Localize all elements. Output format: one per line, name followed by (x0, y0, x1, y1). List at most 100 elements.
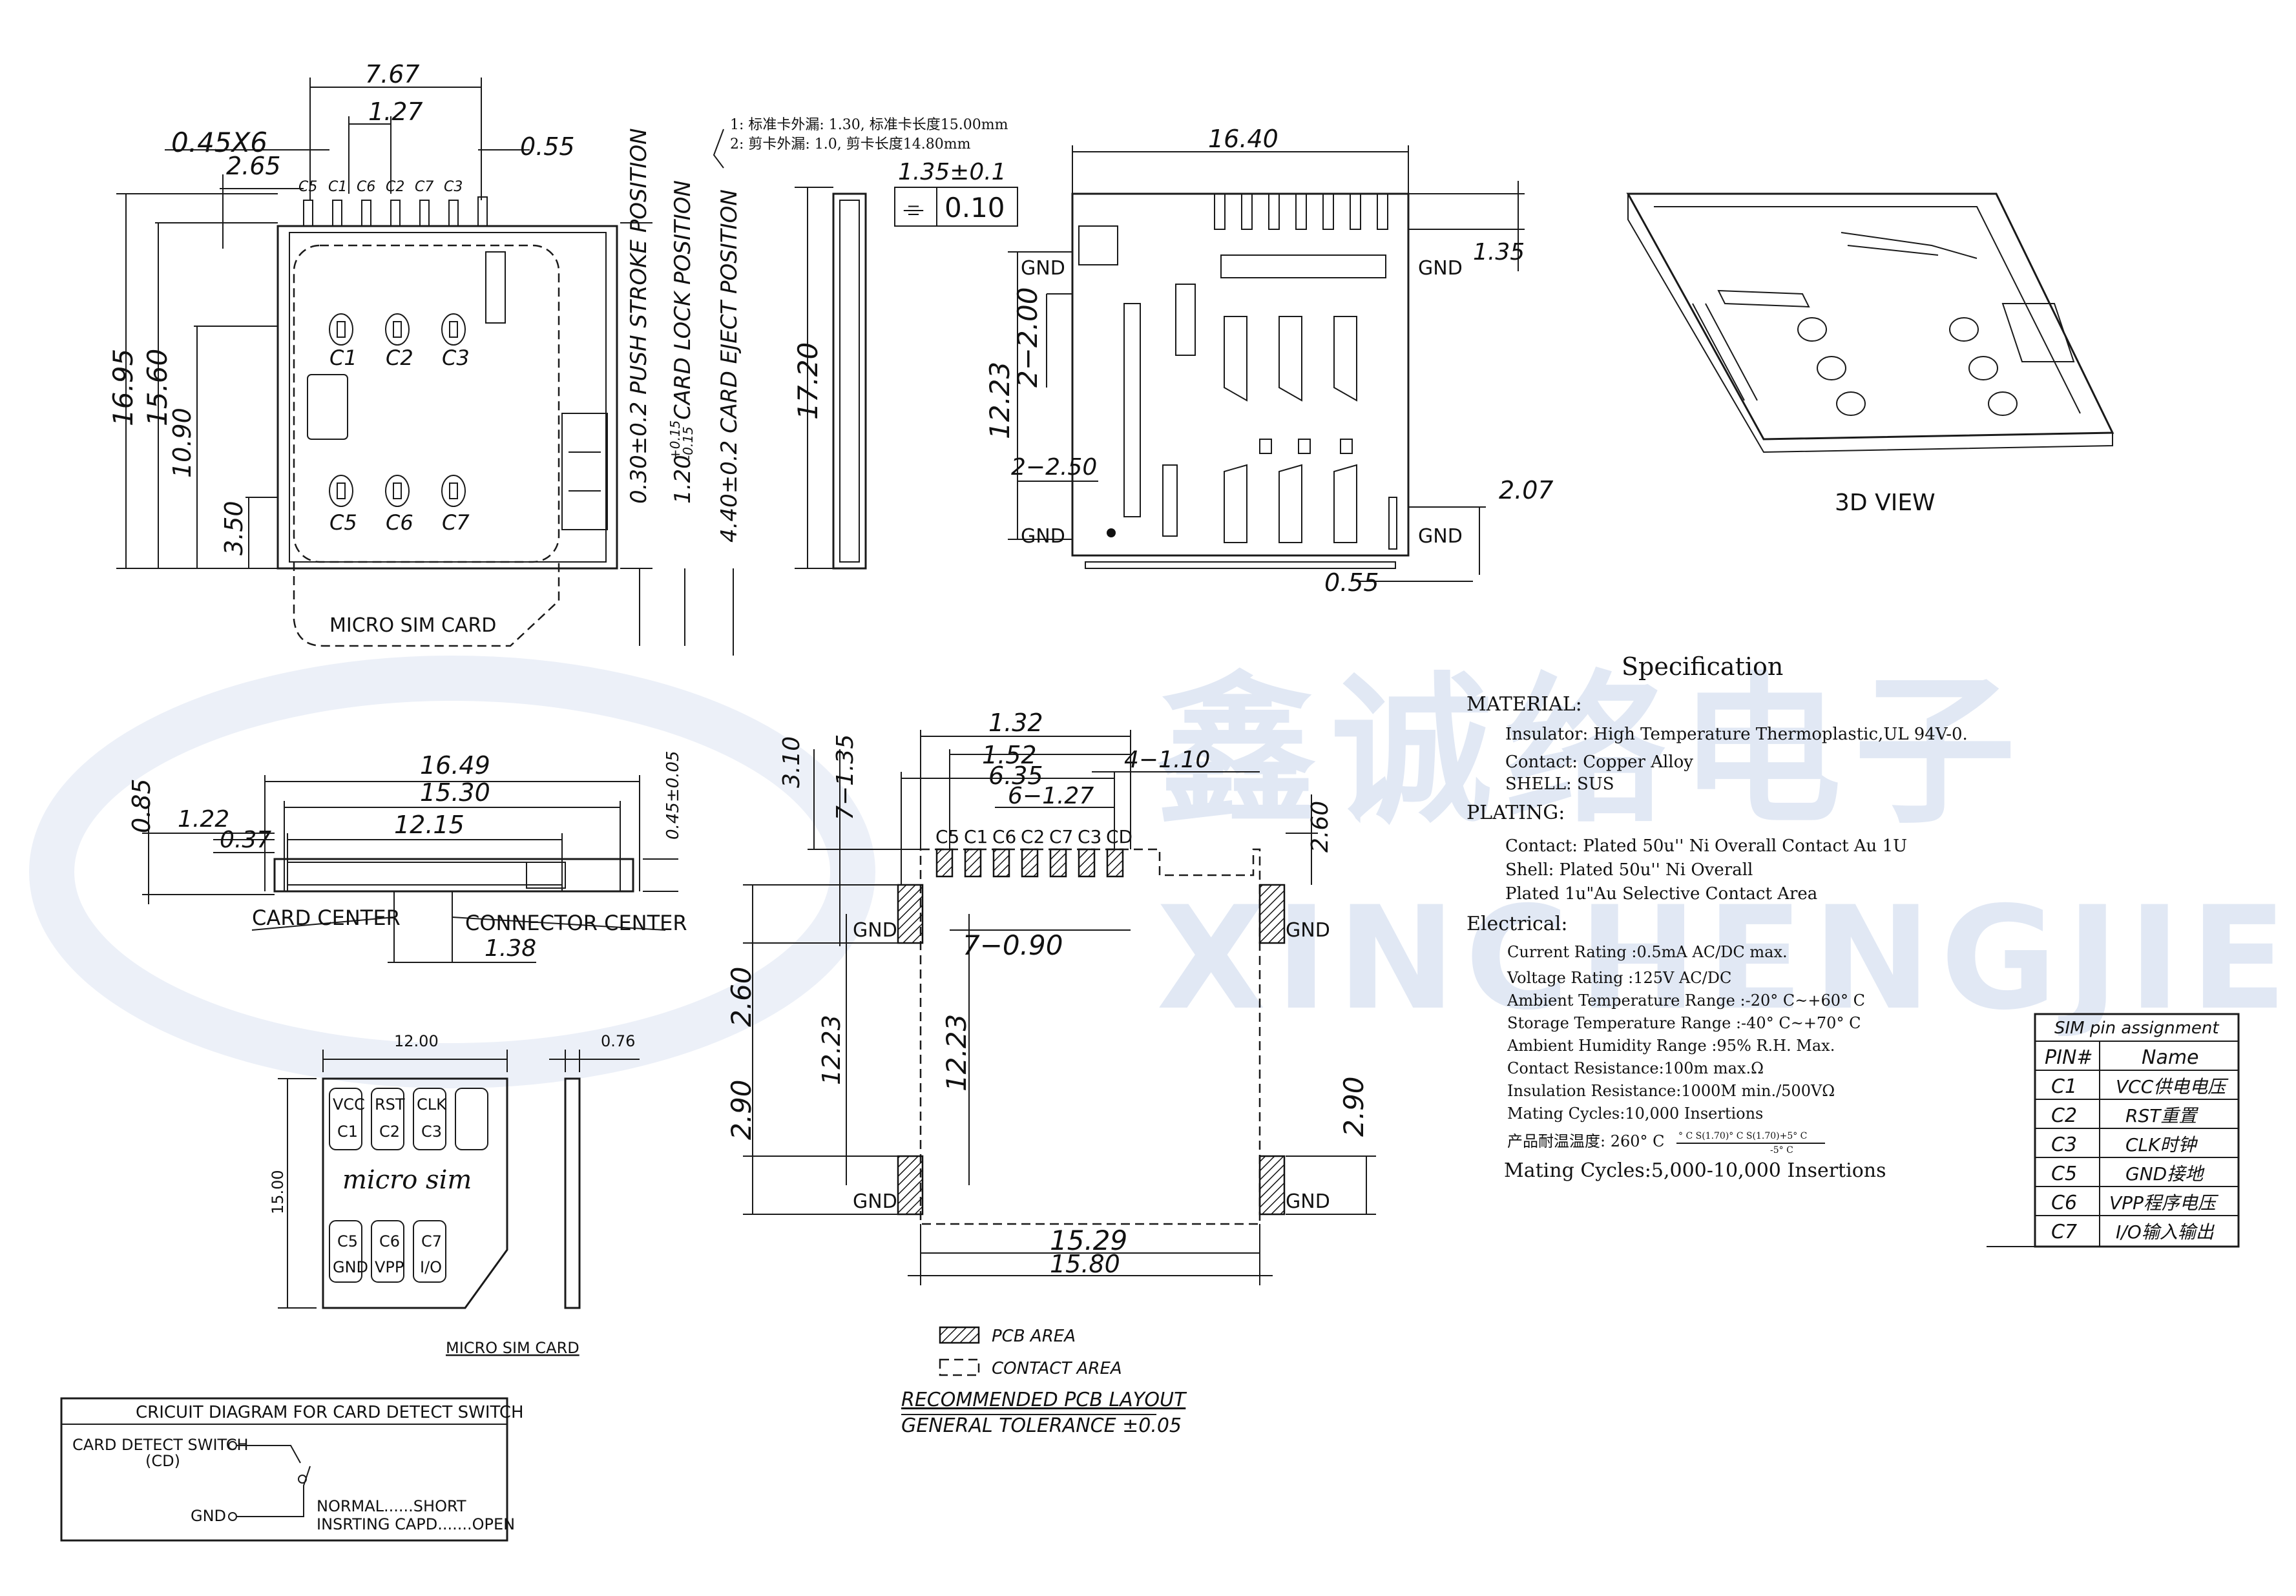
spec-heat-sub: -5° C (1770, 1145, 1793, 1156)
dim-12-23-inner: 12.23 (941, 1014, 972, 1092)
dim-0-55: 0.55 (1324, 568, 1379, 597)
cell-name: GND (333, 1258, 368, 1276)
pcb-pin: C3 (1078, 826, 1101, 847)
dim-0-37: 0.37 (220, 827, 271, 853)
pin-table-cell: C2 (2051, 1104, 2077, 1127)
circuit-cd-label: (CD) (145, 1452, 180, 1470)
spec-mating-2: Mating Cycles:5,000-10,000 Insertions (1504, 1159, 1886, 1182)
pin-label: C3 (444, 179, 463, 195)
pin-table-cell: VCC供电电压 (2116, 1076, 2229, 1097)
circuit-title: CRICUIT DIAGRAM FOR CARD DETECT SWITCH (136, 1403, 524, 1422)
pin-table-cell: VPP程序电压 (2109, 1192, 2219, 1214)
spec-title: Specification (1622, 652, 1783, 681)
spec-current: Current Rating :0.5mA AC/DC max. (1507, 943, 1788, 961)
pin-table-cell: RST重置 (2125, 1105, 2198, 1126)
spec-plating-heading: PLATING: (1466, 802, 1565, 824)
dim-2x2-00: 2−2.00 (1012, 287, 1043, 388)
pin-table-header: PIN# (2045, 1046, 2093, 1069)
view-3d-label: 3D VIEW (1835, 490, 1936, 516)
cell-pin: C1 (337, 1123, 358, 1141)
spec-plating-contact: Contact: Plated 50u'' Ni Overall Contact… (1505, 836, 1907, 856)
card-label: MICRO SIM CARD (329, 614, 496, 637)
dim-15-29: 15.29 (1050, 1225, 1127, 1256)
card-text: micro sim (342, 1165, 472, 1195)
dim-15-80: 15.80 (1050, 1250, 1120, 1278)
pin-label: C7 (415, 179, 433, 195)
watermark-cn: 鑫诚络电子 (1156, 658, 2029, 845)
pin-table-cell: C7 (2051, 1221, 2077, 1243)
dim-2-65: 2.65 (226, 152, 281, 180)
pad-label: C1 (329, 346, 357, 370)
cell-pin: C3 (421, 1123, 442, 1141)
pcb-gnd: GND (853, 1190, 897, 1213)
pcb-pin: C5 (935, 826, 959, 847)
dim-15-00: 15.00 (269, 1170, 287, 1214)
dim-7x1-35: 7−1.35 (832, 734, 859, 820)
pcb-layout: C5 C1 C6 C2 C7 C3 CD GND GND GND GND (725, 709, 1376, 1437)
dim-2-07: 2.07 (1499, 476, 1554, 504)
spec-electrical-heading: Electrical: (1466, 913, 1567, 935)
cell-name: I/O (420, 1258, 442, 1276)
pin-label: C6 (357, 179, 375, 195)
cell-pin: C2 (379, 1123, 400, 1141)
circuit-inserting-label: INSRTING CAPD.......OPEN (317, 1515, 515, 1533)
cell-name: VPP (375, 1258, 404, 1276)
dim-2-60-right: 2.60 (1307, 801, 1333, 853)
spec-contact: Contact: Copper Alloy (1505, 752, 1693, 772)
pad-label: C5 (329, 510, 357, 535)
dim-3-10: 3.10 (778, 736, 805, 788)
view-3d: 3D VIEW (1626, 192, 2114, 516)
dim-0-76: 0.76 (601, 1032, 635, 1050)
pcb-dims (743, 730, 1376, 1285)
pad-label: C6 (386, 510, 413, 535)
specification: Specification MATERIAL: Insulator: High … (1466, 652, 1968, 1182)
cell-name: RST (375, 1095, 405, 1114)
spec-temp: Ambient Temperature Range :-20° C~+60° C (1507, 991, 1865, 1010)
cell-pin: C5 (337, 1232, 358, 1250)
dim-1-52: 1.52 (982, 741, 1037, 769)
note-block: 1: 标准卡外漏: 1.30, 标准卡长度15.00mm 2: 剪卡外漏: 1.… (713, 117, 1008, 169)
pcb-title: RECOMMENDED PCB LAYOUT (901, 1389, 1187, 1411)
dim-15-60: 15.60 (141, 349, 173, 426)
side-view: 17.20 1.35±0.1 ⌯ 0.10 (792, 159, 1018, 570)
bottom-slots (1224, 316, 1357, 543)
spec-voltage: Voltage Rating :125V AC/DC (1507, 969, 1731, 987)
dim-3-50: 3.50 (220, 501, 248, 555)
pin-table-cell: C5 (2051, 1163, 2077, 1185)
dim-7x0-90: 7−0.90 (963, 929, 1063, 961)
watermark: 鑫诚络电子 XINCHENGJIE (29, 656, 2287, 1088)
pcb-pin: C7 (1049, 826, 1073, 847)
dim-12-00: 12.00 (394, 1032, 439, 1050)
contact-pads (329, 313, 466, 507)
dim-2x2-50: 2−2.50 (1011, 454, 1097, 481)
spec-resistance: Contact Resistance:100m max.Ω (1507, 1059, 1764, 1077)
card-lock-label-text: CARD LOCK POSITION (670, 180, 696, 420)
card-caption: MICRO SIM CARD (446, 1339, 579, 1357)
spec-plating-shell: Shell: Plated 50u'' Ni Overall (1505, 860, 1753, 880)
pin-table: SIM pin assignment PIN# Name C1 VCC供电电压 … (1987, 1013, 2240, 1248)
pad-label: C7 (442, 510, 470, 535)
dim-16-49: 16.49 (420, 751, 490, 780)
dim-0-85: 0.85 (127, 778, 156, 833)
dim-0-45: 0.45±0.05 (663, 751, 683, 840)
circuit-switch-label: CARD DETECT SWITCH (72, 1436, 249, 1454)
dim-045x6: 0.45X6 (171, 127, 267, 158)
dim-16-95: 16.95 (107, 349, 139, 426)
dim-12-23: 12.23 (984, 362, 1016, 439)
dim-12-23-outer: 12.23 (817, 1015, 846, 1085)
pcb-gnd: GND (1286, 1190, 1330, 1213)
flatness-value: 0.10 (944, 192, 1005, 223)
card-center-label: CARD CENTER (252, 906, 401, 930)
legend-pcb-area: PCB AREA (992, 1327, 1076, 1346)
spec-storage: Storage Temperature Range :-40° C~+70° C (1507, 1014, 1861, 1032)
spec-insulator: Insulator: High Temperature Thermoplasti… (1505, 725, 1968, 744)
circuit-gnd-label: GND (191, 1507, 226, 1525)
card-lock-label-tol-plus: +0.15 (667, 420, 683, 460)
pcb-pin: C1 (964, 826, 988, 847)
dim-4x1-10: 4−1.10 (1124, 747, 1210, 773)
dim-2-90-left: 2.90 (725, 1079, 757, 1140)
front-view: 16.49 15.30 12.15 0.85 1.22 0.37 0.45±0.… (127, 751, 687, 963)
pin-table-header: Name (2142, 1046, 2199, 1069)
pcb-pin: C6 (992, 826, 1016, 847)
